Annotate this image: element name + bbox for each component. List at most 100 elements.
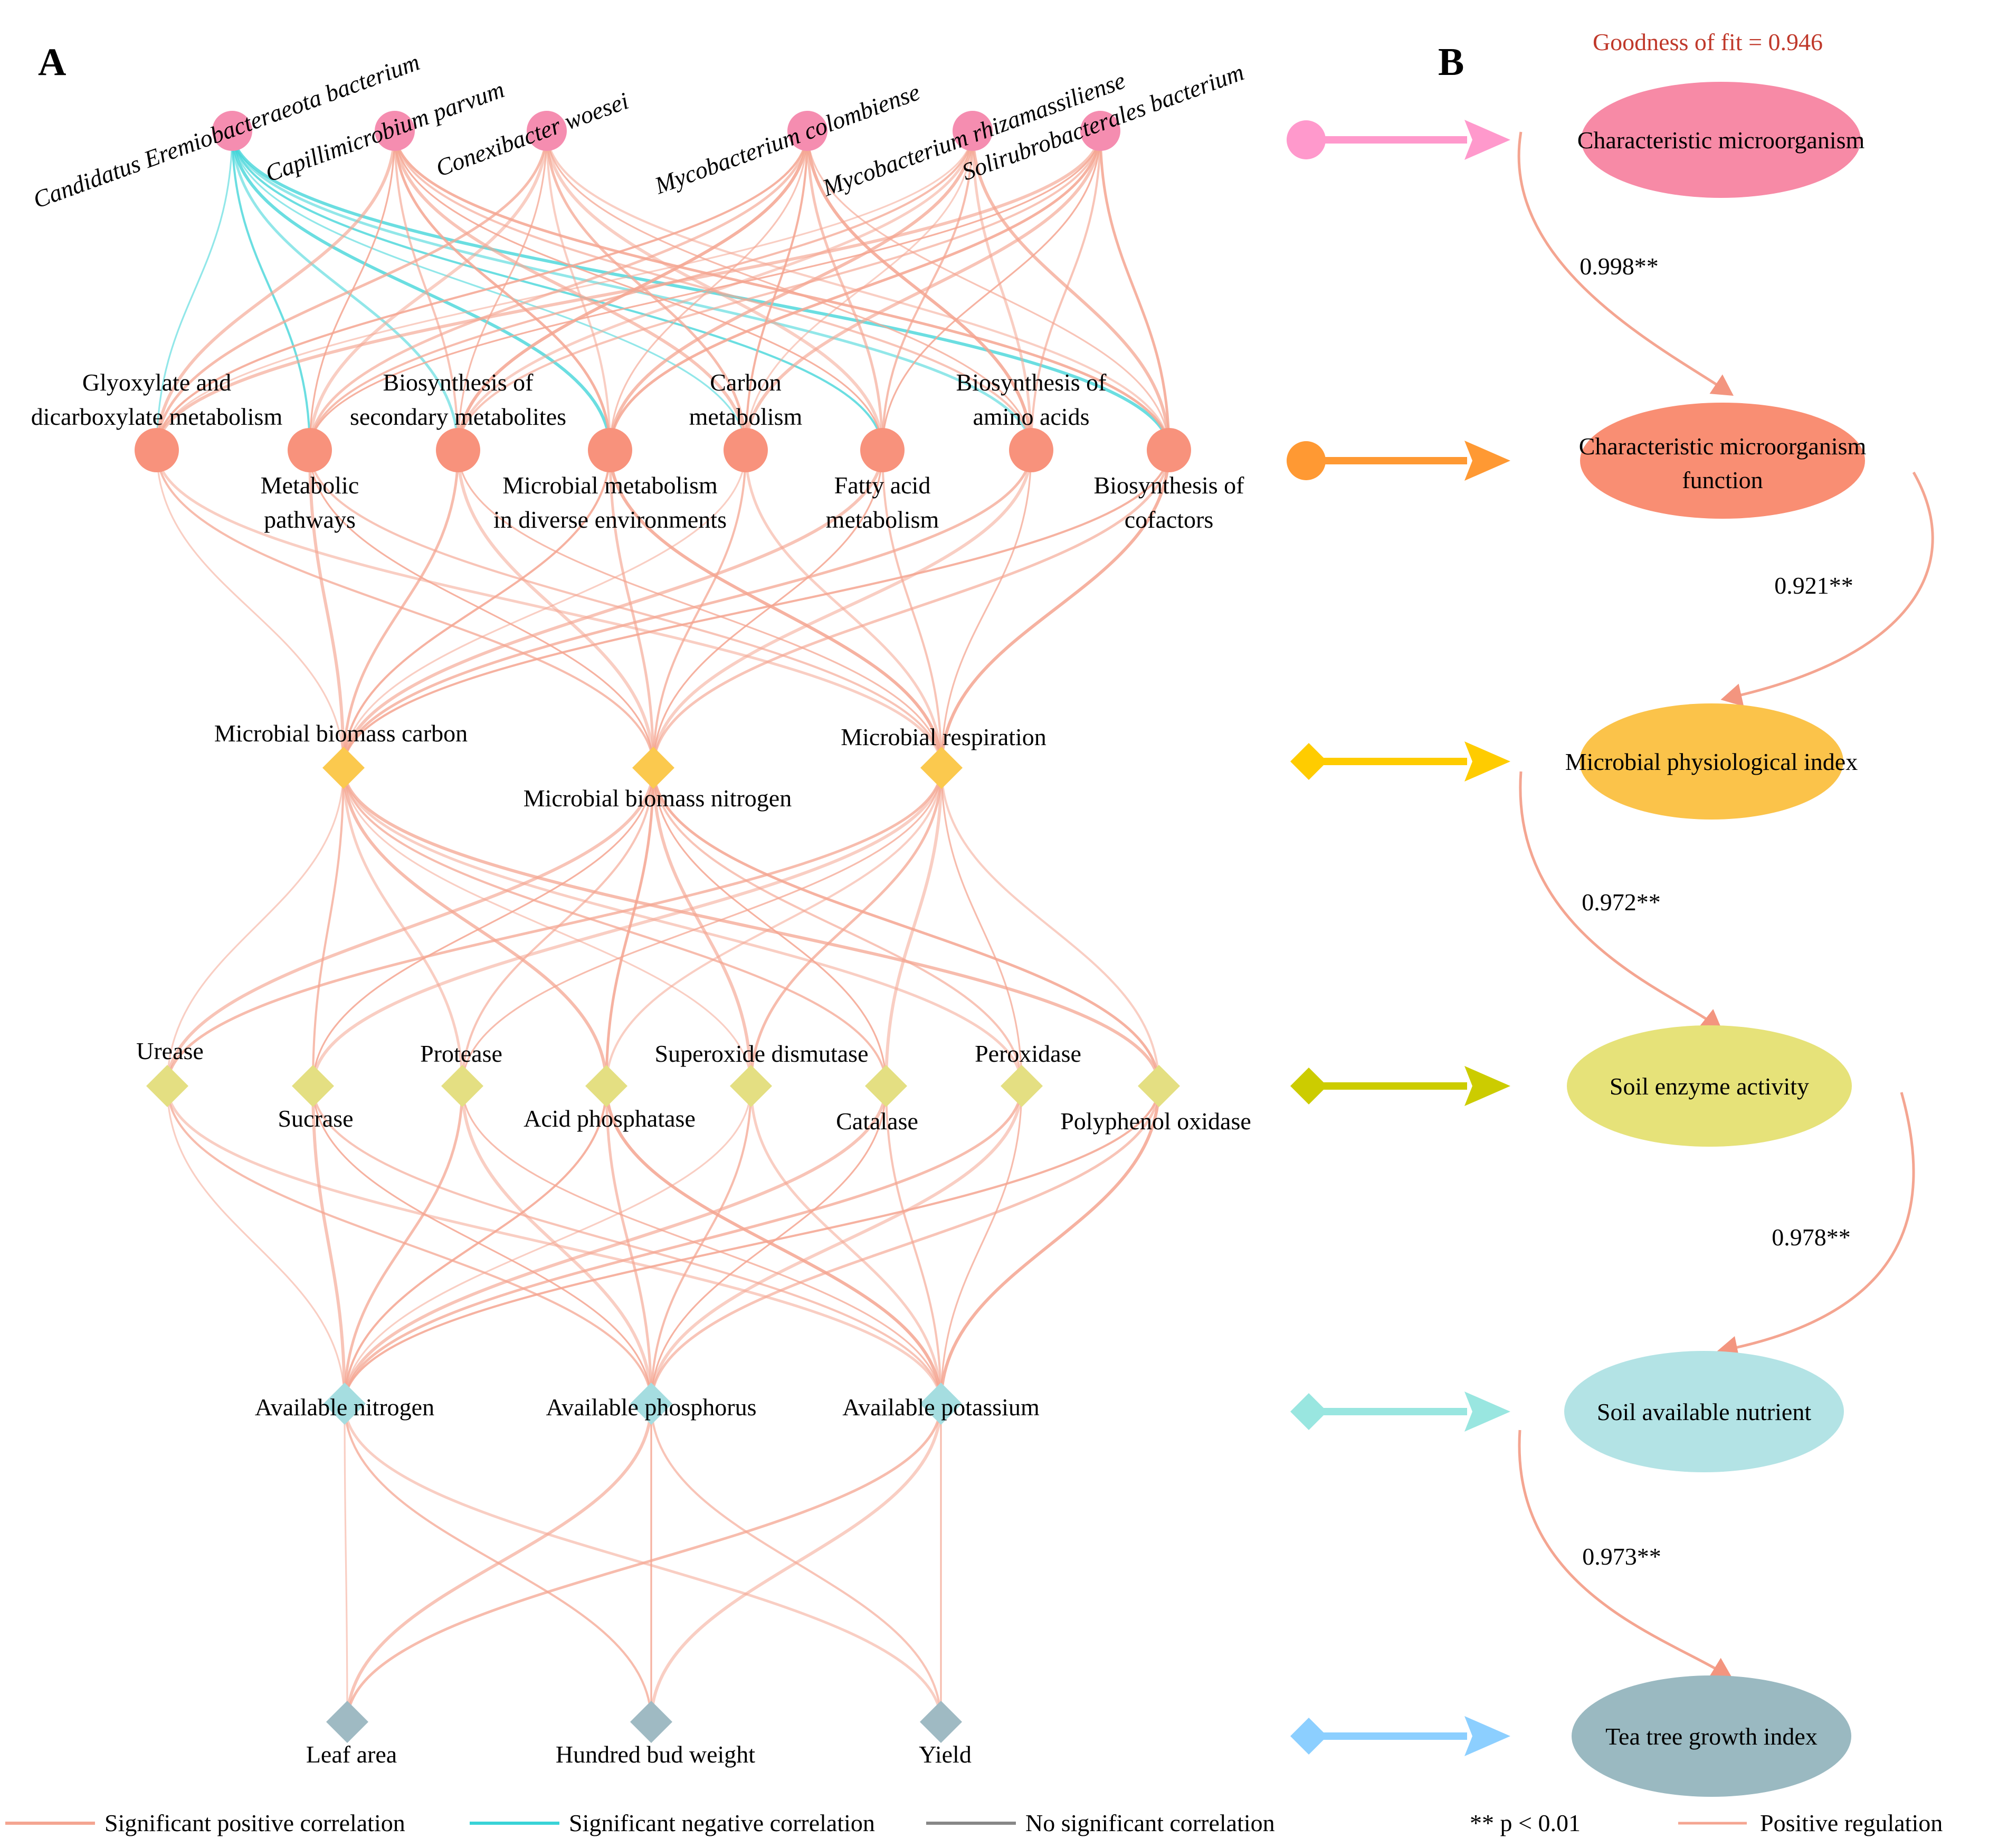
enzyme-node-catalase <box>865 1065 907 1107</box>
enzyme-nutrient-edge <box>343 1085 608 1404</box>
physiology-enzyme-edge <box>312 767 654 1087</box>
species-function-edge <box>971 130 1033 451</box>
enzyme-nutrient-edge <box>311 1085 346 1404</box>
enzyme-label: Peroxidase <box>975 1040 1081 1067</box>
construct-label: Tea tree growth index <box>1605 1723 1818 1750</box>
path-coefficient: 0.972** <box>1582 889 1661 916</box>
construct-ellipse-soil-enzyme-activity <box>1567 1025 1852 1147</box>
species-function-edge <box>155 130 548 451</box>
growth-node-hundred-bud-weight <box>630 1701 672 1743</box>
function-physiology-edge <box>342 450 884 768</box>
enzyme-label: Catalase <box>836 1108 918 1135</box>
path-arrow <box>1729 471 1934 699</box>
enzyme-nutrient-edge <box>166 1085 653 1404</box>
nutrient-growth-edge <box>346 1403 943 1722</box>
species-function-edge <box>806 130 884 451</box>
physiology-enzyme-edge <box>166 767 655 1087</box>
physiology-enzyme-edge <box>342 767 608 1087</box>
function-physiology-edge <box>342 450 1171 768</box>
nutrient-growth-edge <box>344 1403 348 1722</box>
function-label-line-1: Glyoxylate and <box>82 369 231 396</box>
enzyme-nutrient-edge <box>650 1085 1023 1404</box>
species-node-solirubrobacterales-bacterium <box>1080 111 1120 151</box>
function-label-line-1: Biosynthesis of <box>1094 472 1245 499</box>
physiology-label: Microbial respiration <box>841 723 1046 750</box>
physiology-enzyme-edge <box>342 767 752 1087</box>
panel-b-label: B <box>1438 41 1464 84</box>
marker-arrowhead <box>1464 1392 1510 1432</box>
function-node-biosynthesis-of-cofactors <box>1147 428 1191 472</box>
nutrient-node-available-nitrogen <box>324 1383 366 1425</box>
species-node-conexibacter-woesei <box>527 111 567 151</box>
construct-label-line-2: function <box>1682 466 1763 493</box>
enzyme-nutrient-edge <box>749 1085 943 1404</box>
function-label-line-1: Carbon <box>710 369 781 396</box>
function-physiology-edge <box>342 450 747 768</box>
function-label-line-1: Biosynthesis of <box>956 369 1107 396</box>
physiology-enzyme-edge <box>749 767 943 1087</box>
enzyme-nutrient-edge <box>343 1085 888 1404</box>
enzyme-nutrient-edge <box>343 1085 464 1404</box>
function-label-line-1: Metabolic <box>261 472 359 499</box>
function-label-line-2: pathways <box>264 506 356 533</box>
species-function-edge <box>456 130 974 451</box>
marker-shaft <box>1314 1082 1467 1090</box>
function-physiology-edge <box>456 450 655 768</box>
physiology-enzyme-edge <box>884 767 943 1087</box>
panel-b-path-model: Goodness of fit = 0.9460.998**0.921**0.9… <box>1287 28 1934 1797</box>
species-function-edge <box>1030 130 1102 451</box>
function-physiology-edge <box>940 450 1171 768</box>
function-node-biosynthesis-of-amino-acids <box>1009 428 1053 472</box>
physiology-enzyme-edge <box>940 767 1023 1087</box>
enzyme-nutrient-edge <box>343 1085 1023 1404</box>
legend-label: Significant positive correlation <box>104 1809 405 1836</box>
physiology-enzyme-edge <box>652 767 887 1087</box>
marker-arrowhead <box>1464 441 1510 481</box>
function-label-line-2: metabolism <box>689 403 803 430</box>
species-function-edge <box>308 130 548 451</box>
species-function-edge <box>156 130 233 451</box>
marker-shaft <box>1314 758 1467 765</box>
function-physiology-edge <box>652 450 883 768</box>
enzyme-nutrient-edge <box>344 1085 752 1404</box>
enzyme-node-sucrase <box>292 1065 334 1107</box>
construct-ellipse-tea-tree-growth-index <box>1572 1675 1851 1797</box>
enzyme-node-superoxide-dismutase <box>730 1065 772 1107</box>
physiology-enzyme-edge <box>311 767 943 1087</box>
enzyme-node-peroxidase <box>1001 1065 1043 1107</box>
function-node-biosynthesis-of-secondary-metabolites <box>436 428 480 472</box>
species-function-edge <box>608 130 974 451</box>
path-coefficient: 0.998** <box>1580 253 1659 280</box>
path-arrow <box>1518 1430 1726 1675</box>
function-physiology-edge <box>652 450 1033 768</box>
nutrient-node-available-potassium <box>920 1383 962 1425</box>
enzyme-label: Sucrase <box>278 1105 353 1132</box>
physiology-node-microbial-respiration <box>920 747 963 789</box>
enzyme-node-acid-phosphatase <box>585 1065 627 1107</box>
function-physiology-edge <box>308 450 943 768</box>
legend-label: No significant correlation <box>1025 1809 1275 1836</box>
function-physiology-edge <box>608 450 655 768</box>
enzyme-label: Polyphenol oxidase <box>1060 1108 1251 1135</box>
nutrient-label: Available nitrogen <box>255 1394 434 1421</box>
function-label-line-2: in diverse environments <box>493 506 727 533</box>
network-edges <box>155 130 1171 1722</box>
physiology-enzyme-edge <box>342 767 1160 1087</box>
function-physiology-edge <box>940 450 1032 768</box>
nutrient-node-available-phosphorus <box>630 1383 672 1425</box>
function-node-glyoxylate-and-dicarboxylate-metabolism <box>135 428 179 472</box>
species-function-edge <box>231 130 747 451</box>
construct-label: Soil enzyme activity <box>1610 1073 1809 1100</box>
construct-label: Soil available nutrient <box>1597 1398 1811 1425</box>
nutrient-label: Available potassium <box>842 1394 1040 1421</box>
physiology-enzyme-edge <box>342 767 464 1087</box>
path-arrowhead <box>1709 374 1734 396</box>
enzyme-node-polyphenol-oxidase <box>1138 1065 1180 1107</box>
physiology-enzyme-edge <box>166 767 943 1087</box>
function-physiology-edge <box>155 450 943 768</box>
enzyme-nutrient-edge <box>312 1085 652 1404</box>
construct-ellipse-microbial-physiological-index <box>1580 703 1843 820</box>
network-nodes <box>135 111 1191 1743</box>
species-function-edge <box>231 130 612 451</box>
construct-ellipse-soil-available-nutrient <box>1564 1351 1844 1472</box>
